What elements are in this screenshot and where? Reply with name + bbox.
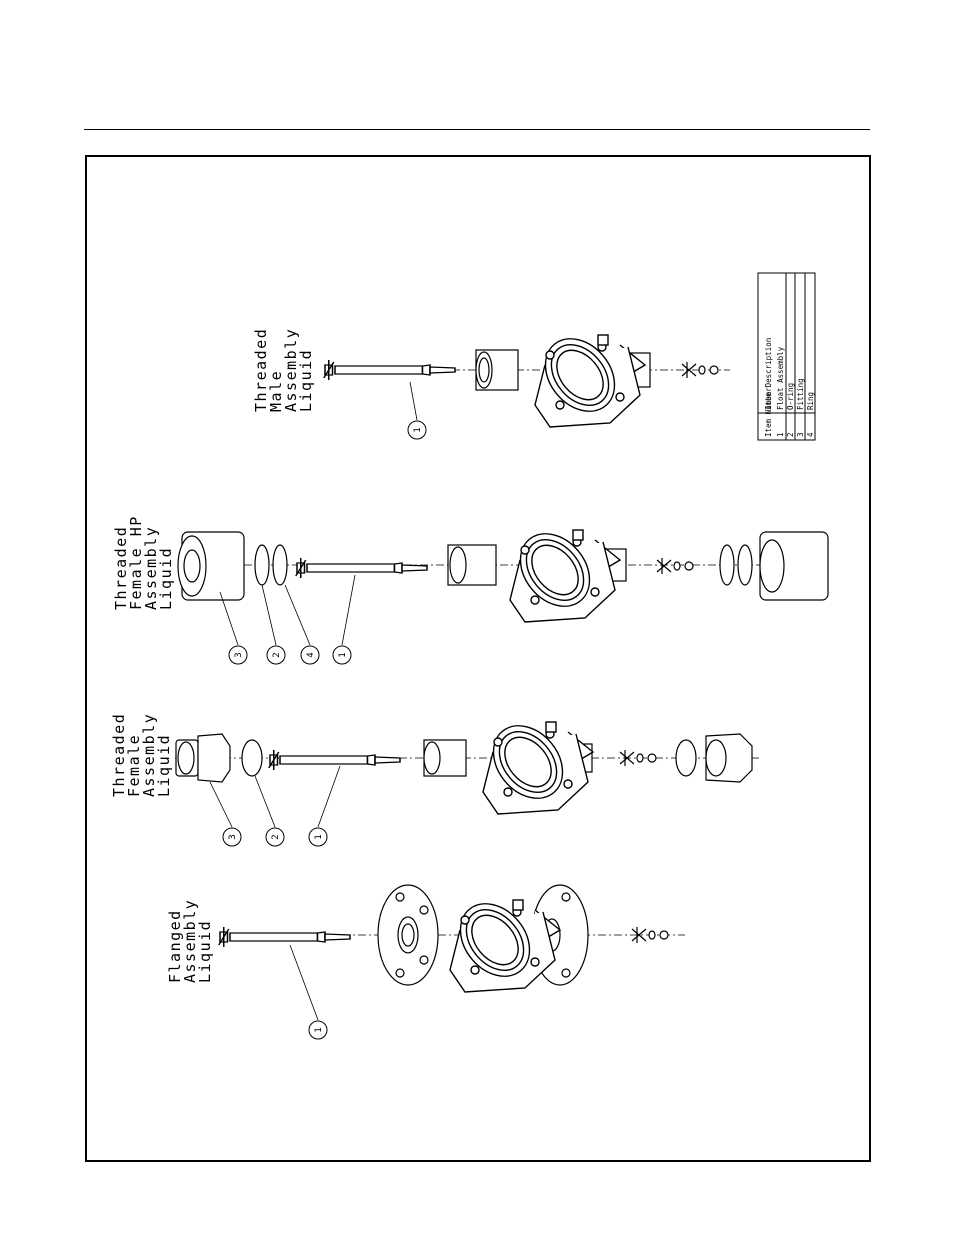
table-row-number: 2	[786, 432, 795, 437]
item-callout: 4	[306, 652, 316, 657]
item-callout: 1	[314, 1027, 324, 1032]
assembly-title-line-4: Liquid	[155, 734, 173, 797]
item-callout: 2	[271, 834, 281, 839]
item-callout: 1	[338, 652, 348, 657]
item-callout: 3	[228, 834, 238, 839]
assembly-title-line-4: Liquid	[297, 349, 315, 412]
assembly-flanged: Flanged Assembly Liquid 1	[166, 885, 685, 1039]
item-callout: 2	[272, 652, 282, 657]
assembly-threaded-female: Threaded Female Assembly Liquid	[110, 712, 760, 846]
table-row-number: 1	[776, 432, 785, 437]
item-callout: 1	[413, 427, 423, 432]
assembly-title-line-4: Liquid	[157, 547, 175, 610]
item-callout: 1	[314, 834, 324, 839]
table-row-number: 4	[806, 432, 815, 437]
parts-table: Item Number Item Description 1 Float Ass…	[758, 273, 815, 440]
assembly-title-line-3: Liquid	[196, 920, 214, 983]
table-row-description: Float Assembly	[776, 346, 785, 410]
assembly-threaded-female-hp: Threaded Female HP Assembly Liquid	[112, 515, 830, 664]
table-row-description: O-ring	[786, 383, 795, 410]
item-callout: 3	[234, 652, 244, 657]
assembly-threaded-male: Threaded Male Assembly Liquid 1	[252, 325, 730, 439]
table-row-number: 3	[796, 432, 805, 437]
table-header-item-description: Item Description	[764, 338, 773, 410]
table-row-description: Fitting	[796, 378, 805, 410]
table-row-description: Ring	[806, 392, 815, 410]
